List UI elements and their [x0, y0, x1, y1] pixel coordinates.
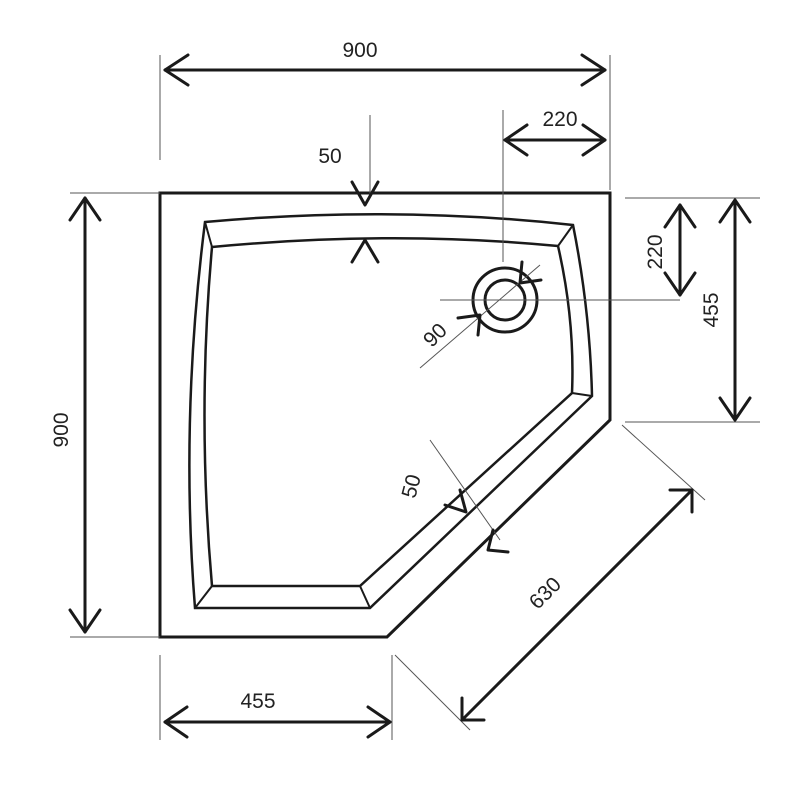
tray-outer-outline [158, 191, 612, 639]
dim-line-455-horizontal [163, 705, 392, 739]
dim-arrows-50-top [350, 180, 380, 264]
label-50-top: 50 [318, 145, 341, 168]
label-630-diagonal: 630 [525, 573, 566, 614]
tray-inner-rim [188, 212, 594, 610]
dim-line-630-diagonal [460, 488, 694, 722]
dim-arrows-50-front [443, 488, 510, 554]
rim-bevel-lines [194, 221, 593, 609]
label-900-left: 900 [50, 412, 73, 447]
dim-line-455-vertical [718, 198, 752, 422]
dim-line-900-horizontal [163, 53, 607, 87]
label-455-bottom: 455 [240, 690, 275, 713]
dim-line-220-horizontal [503, 123, 607, 157]
dim-line-220-vertical [663, 203, 697, 297]
label-90-waste: 90 [419, 319, 452, 352]
label-900-top: 900 [342, 39, 377, 62]
dim-line-900-vertical [68, 196, 102, 634]
label-220-horizontal: 220 [542, 108, 577, 131]
tray-basin-floor [203, 236, 574, 588]
dimension-lines [68, 53, 752, 739]
label-220-vertical: 220 [644, 234, 667, 269]
label-455-right: 455 [700, 292, 723, 327]
label-50-front: 50 [398, 472, 426, 501]
dim-arrows-90-waste [456, 260, 543, 337]
